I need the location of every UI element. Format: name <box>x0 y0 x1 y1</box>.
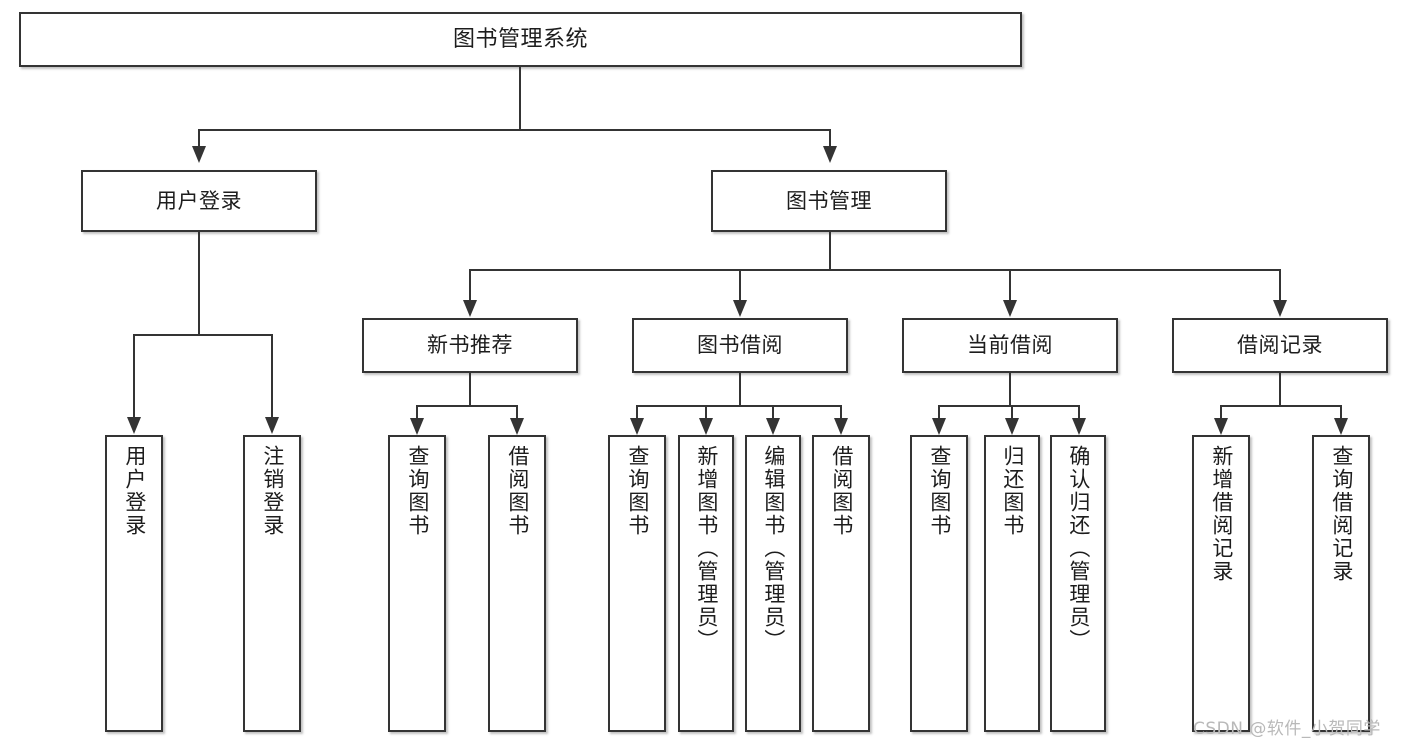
node-leaf-query-book-1[interactable]: 查询图书 <box>388 435 446 732</box>
connector-current-borrow-to-leaf-2 <box>1011 405 1013 419</box>
node-leaf-edit-book[interactable]: 编辑图书（管理员） <box>745 435 801 732</box>
connector-borrow-record-to-leaf-2 <box>1340 405 1342 419</box>
node-book-manage-label: 图书管理 <box>786 188 872 213</box>
node-leaf-borrow-book-2[interactable]: 借阅图书 <box>812 435 870 732</box>
csdn-watermark: CSDN @软件_小贺同学 <box>1193 719 1381 739</box>
node-borrow-record-label: 借阅记录 <box>1237 333 1323 358</box>
node-leaf-add-book-label: 新增图书（管理员） <box>694 445 719 652</box>
connector-book-manage-to-new-book-rec <box>469 269 471 301</box>
connector-current-borrow-to-leaf-3 <box>1078 405 1080 419</box>
node-leaf-query-book-2[interactable]: 查询图书 <box>608 435 666 732</box>
node-book-borrow-label: 图书借阅 <box>697 333 783 358</box>
connector-book-borrow-stem <box>739 373 741 407</box>
node-leaf-user-login[interactable]: 用户登录 <box>105 435 163 732</box>
node-leaf-add-record-label: 新增借阅记录 <box>1209 445 1234 583</box>
node-leaf-confirm-return-label: 确认归还（管理员） <box>1066 445 1091 652</box>
arrowhead-book-manage-to-borrow-record <box>1273 300 1287 317</box>
connector-borrow-record-to-leaf-1 <box>1220 405 1222 419</box>
arrowhead-book-borrow-to-leaf-4 <box>834 418 848 435</box>
arrowhead-new-book-rec-to-leaf-1 <box>410 418 424 435</box>
connector-book-borrow-to-leaf-3 <box>772 405 774 419</box>
arrowhead-book-manage-to-new-book-rec <box>463 300 477 317</box>
node-leaf-borrow-book-2-label: 借阅图书 <box>829 445 854 537</box>
connector-new-book-rec-bus <box>416 405 518 407</box>
connector-borrow-record-bus <box>1220 405 1342 407</box>
arrowhead-book-borrow-to-leaf-2 <box>699 418 713 435</box>
arrowhead-book-borrow-to-leaf-1 <box>630 418 644 435</box>
connector-user-login-bus <box>133 334 272 336</box>
connector-book-manage-to-book-borrow <box>739 269 741 301</box>
arrowhead-user-login-to-leaf-1 <box>127 417 141 434</box>
connector-new-book-rec-to-leaf-2 <box>516 405 518 419</box>
node-leaf-return-book-label: 归还图书 <box>1000 445 1025 537</box>
node-leaf-user-login-label: 用户登录 <box>122 445 147 537</box>
connector-current-borrow-bus <box>938 405 1080 407</box>
node-leaf-add-record[interactable]: 新增借阅记录 <box>1192 435 1250 732</box>
node-leaf-user-logout[interactable]: 注销登录 <box>243 435 301 732</box>
node-leaf-return-book[interactable]: 归还图书 <box>984 435 1040 732</box>
arrowhead-borrow-record-to-leaf-2 <box>1334 418 1348 435</box>
connector-book-manage-stem <box>829 232 831 271</box>
connector-book-borrow-bus <box>636 405 841 407</box>
connector-user-login-stem <box>198 232 200 335</box>
node-current-borrow-label: 当前借阅 <box>967 333 1053 358</box>
node-leaf-query-record-label: 查询借阅记录 <box>1329 445 1354 583</box>
arrowhead-book-manage-to-book-borrow <box>733 300 747 317</box>
node-leaf-confirm-return[interactable]: 确认归还（管理员） <box>1050 435 1106 732</box>
node-leaf-borrow-book-1[interactable]: 借阅图书 <box>488 435 546 732</box>
node-user-login-label: 用户登录 <box>156 188 242 213</box>
node-user-login[interactable]: 用户登录 <box>81 170 317 232</box>
node-leaf-query-record[interactable]: 查询借阅记录 <box>1312 435 1370 732</box>
node-book-manage[interactable]: 图书管理 <box>711 170 947 232</box>
node-leaf-query-book-3[interactable]: 查询图书 <box>910 435 968 732</box>
node-root[interactable]: 图书管理系统 <box>19 12 1022 67</box>
node-root-label: 图书管理系统 <box>452 26 588 52</box>
node-leaf-borrow-book-1-label: 借阅图书 <box>505 445 530 537</box>
connector-user-login-to-leaf-2 <box>271 334 273 418</box>
node-new-book-rec[interactable]: 新书推荐 <box>362 318 578 373</box>
connector-new-book-rec-to-leaf-1 <box>416 405 418 419</box>
node-leaf-query-book-2-label: 查询图书 <box>625 445 650 537</box>
arrowhead-current-borrow-to-leaf-1 <box>932 418 946 435</box>
connector-user-login-to-leaf-1 <box>133 334 135 418</box>
connector-book-borrow-to-leaf-4 <box>840 405 842 419</box>
arrowhead-book-borrow-to-leaf-3 <box>766 418 780 435</box>
connector-book-manage-to-current-borrow <box>1009 269 1011 301</box>
connector-book-manage-to-borrow-record <box>1279 269 1281 301</box>
connector-book-borrow-to-leaf-1 <box>636 405 638 419</box>
connector-book-manage-bus <box>469 269 1280 271</box>
node-new-book-rec-label: 新书推荐 <box>427 333 513 358</box>
node-book-borrow[interactable]: 图书借阅 <box>632 318 848 373</box>
arrowhead-user-login-to-leaf-2 <box>265 417 279 434</box>
node-leaf-query-book-1-label: 查询图书 <box>405 445 430 537</box>
node-leaf-query-book-3-label: 查询图书 <box>927 445 952 537</box>
arrowhead-borrow-record-to-leaf-1 <box>1214 418 1228 435</box>
connector-borrow-record-stem <box>1279 373 1281 407</box>
node-leaf-edit-book-label: 编辑图书（管理员） <box>761 445 786 652</box>
node-current-borrow[interactable]: 当前借阅 <box>902 318 1118 373</box>
connector-root-to-user-login <box>198 129 200 147</box>
arrowhead-current-borrow-to-leaf-3 <box>1072 418 1086 435</box>
connector-root-to-book-manage <box>829 129 831 147</box>
node-borrow-record[interactable]: 借阅记录 <box>1172 318 1388 373</box>
connector-book-borrow-to-leaf-2 <box>705 405 707 419</box>
connector-new-book-rec-stem <box>469 373 471 407</box>
arrowhead-root-to-book-manage <box>823 146 837 163</box>
arrowhead-root-to-user-login <box>192 146 206 163</box>
node-leaf-user-logout-label: 注销登录 <box>260 445 285 537</box>
arrowhead-new-book-rec-to-leaf-2 <box>510 418 524 435</box>
connector-root-stem <box>519 67 521 130</box>
connector-current-borrow-to-leaf-1 <box>938 405 940 419</box>
arrowhead-current-borrow-to-leaf-2 <box>1005 418 1019 435</box>
node-leaf-add-book[interactable]: 新增图书（管理员） <box>678 435 734 732</box>
connector-root-bus <box>198 129 831 131</box>
connector-current-borrow-stem <box>1009 373 1011 407</box>
arrowhead-book-manage-to-current-borrow <box>1003 300 1017 317</box>
